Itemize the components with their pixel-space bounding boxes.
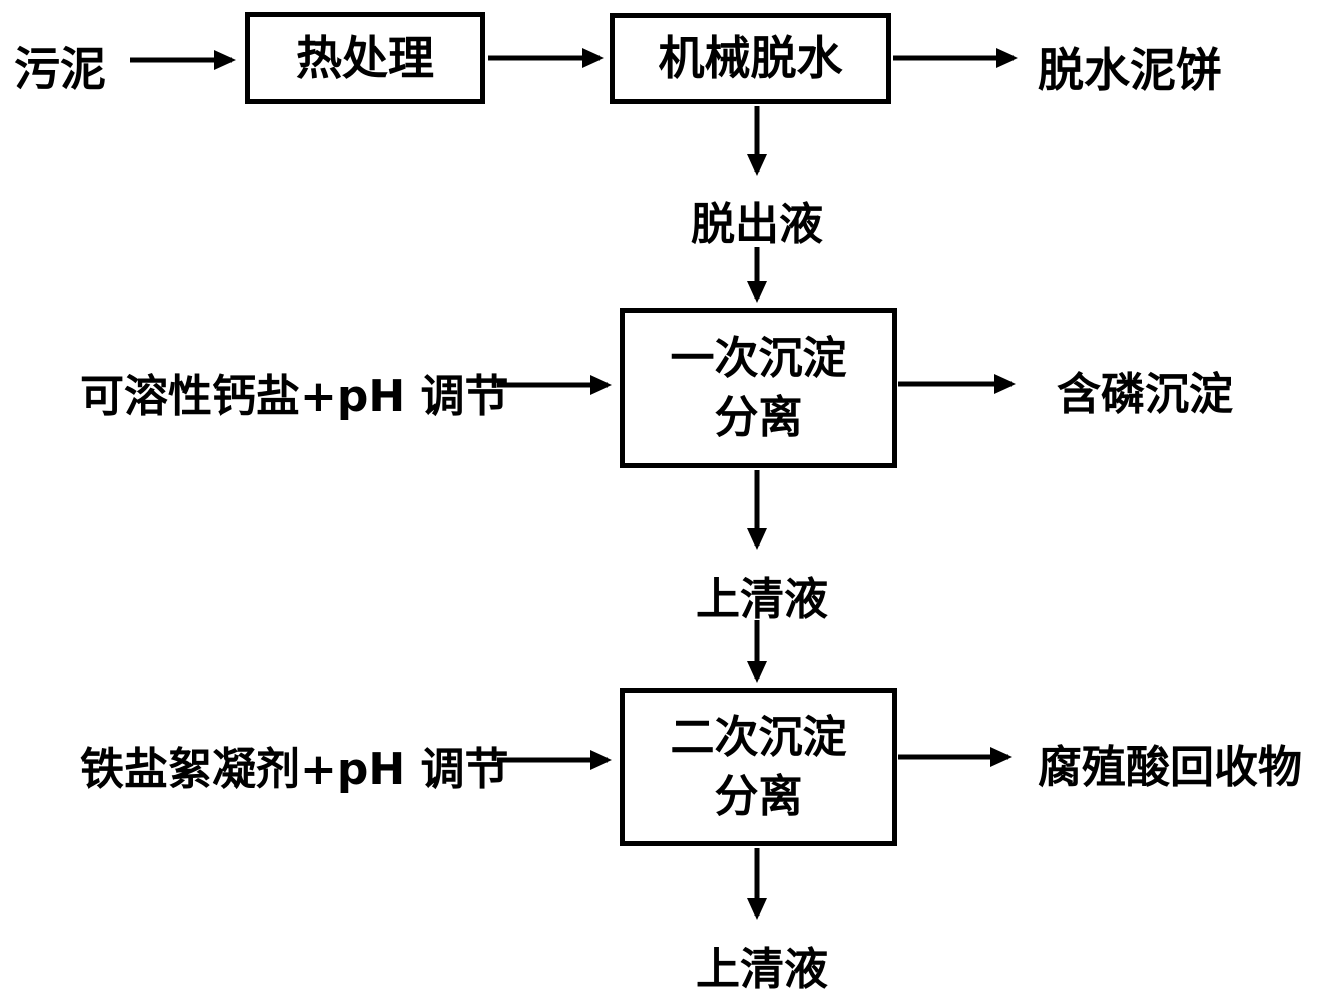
- node-secondary-separation: 二次沉淀 分离: [620, 688, 897, 846]
- label-humic-acid-recovery: 腐殖酸回收物: [1038, 742, 1302, 793]
- node-primary-separation-line1: 一次沉淀: [670, 332, 847, 384]
- label-iron-input: 铁盐絮凝剂+pH 调节: [80, 744, 509, 795]
- label-released-liquid: 脱出液: [691, 199, 823, 250]
- node-secondary-separation-line2: 分离: [714, 771, 803, 822]
- node-heat-treatment: 热处理: [245, 12, 485, 104]
- node-heat-treatment-label: 热处理: [296, 30, 434, 85]
- label-calcium-input: 可溶性钙盐+pH 调节: [80, 371, 509, 422]
- label-supernatant-2: 上清液: [696, 944, 828, 995]
- node-primary-separation: 一次沉淀 分离: [620, 308, 897, 468]
- label-sludge: 污泥: [14, 42, 106, 96]
- node-mechanical-dewatering-label: 机械脱水: [658, 31, 843, 86]
- node-primary-separation-line2: 分离: [714, 392, 803, 443]
- label-dewatered-cake: 脱水泥饼: [1038, 43, 1222, 97]
- label-phosphorus-precipitate: 含磷沉淀: [1057, 369, 1233, 420]
- node-mechanical-dewatering: 机械脱水: [610, 13, 891, 104]
- node-secondary-separation-line1: 二次沉淀: [670, 711, 847, 763]
- label-supernatant-1: 上清液: [696, 574, 828, 625]
